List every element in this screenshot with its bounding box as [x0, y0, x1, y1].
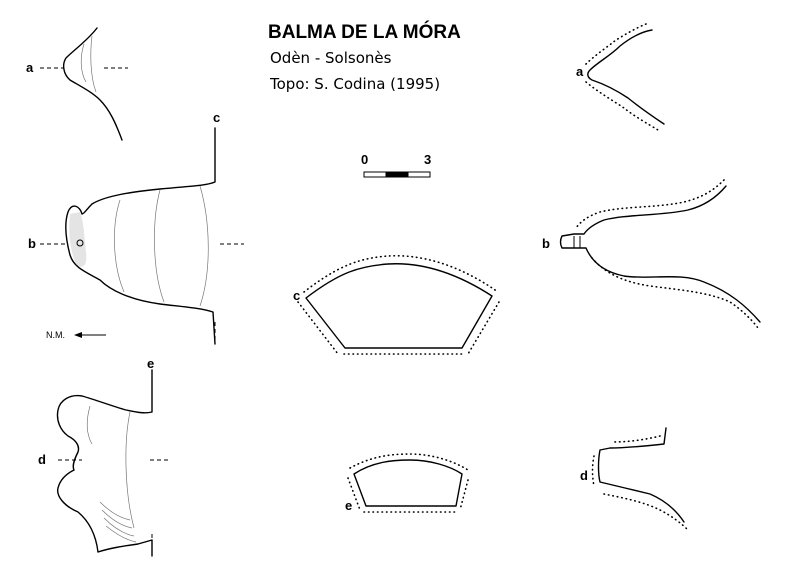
label-section-d: d: [580, 468, 588, 483]
cross-section-e: e: [345, 453, 469, 513]
north-arrow-icon: [74, 332, 82, 338]
cross-section-c: c: [293, 254, 500, 355]
label-section-b: b: [542, 236, 550, 251]
scale-bar: 0 3: [361, 152, 431, 178]
label-section-c: c: [293, 288, 300, 303]
scale-end-label: 3: [424, 152, 431, 167]
plan-view-a: a: [26, 27, 128, 141]
profile-b: b: [542, 179, 761, 329]
survey-location: Odèn - Solsonès: [270, 49, 392, 67]
label-section-b-plan: b: [28, 236, 36, 251]
north-marker-label: N.M.: [46, 330, 65, 340]
scale-start-label: 0: [361, 152, 368, 167]
label-section-a: a: [576, 64, 584, 79]
label-section-a-plan: a: [26, 60, 34, 75]
plan-view-de: e d: [38, 356, 170, 557]
profile-d: d: [580, 427, 689, 531]
survey-credit: Topo: S. Codina (1995): [269, 75, 440, 93]
label-section-c-plan: c: [213, 110, 220, 125]
plan-view-bc: c b: [28, 110, 244, 345]
label-section-e-plan: e: [147, 356, 154, 371]
survey-title: BALMA DE LA MÓRA: [268, 21, 461, 43]
north-marker: N.M.: [46, 330, 106, 340]
label-section-e: e: [345, 498, 352, 513]
label-section-d-plan: d: [38, 452, 46, 467]
profile-a: a: [576, 23, 665, 131]
